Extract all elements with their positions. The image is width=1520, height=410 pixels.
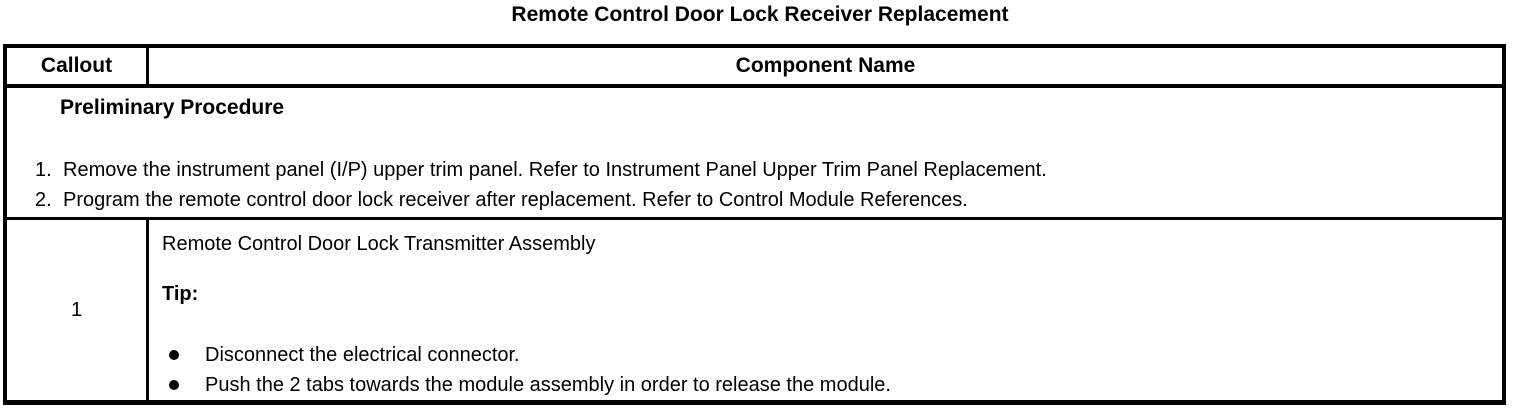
bullet-text: Disconnect the electrical connector.	[205, 344, 520, 366]
step-text: Program the remote control door lock rec…	[63, 189, 968, 211]
preliminary-procedure-row: Preliminary Procedure 1. Remove the inst…	[7, 88, 1502, 220]
table-row: 1 Remote Control Door Lock Transmitter A…	[7, 220, 1502, 400]
preliminary-procedure-heading: Preliminary Procedure	[60, 96, 285, 119]
list-item: Disconnect the electrical connector.	[162, 340, 1482, 370]
bullet-text: Push the 2 tabs towards the module assem…	[205, 374, 891, 396]
component-name: Remote Control Door Lock Transmitter Ass…	[162, 233, 596, 255]
page-title: Remote Control Door Lock Receiver Replac…	[511, 3, 1009, 26]
component-cell: Remote Control Door Lock Transmitter Ass…	[149, 220, 1502, 400]
list-item: Push the 2 tabs towards the module assem…	[162, 370, 1482, 400]
step-text: Remove the instrument panel (I/P) upper …	[63, 159, 1047, 181]
list-item: 2. Program the remote control door lock …	[7, 185, 1502, 215]
bullet-icon	[169, 350, 179, 360]
component-table: Callout Component Name Preliminary Proce…	[3, 44, 1506, 405]
table-header-row: Callout Component Name	[7, 48, 1502, 88]
header-callout: Callout	[7, 48, 149, 84]
bullet-icon	[169, 380, 179, 390]
preliminary-steps-list: 1. Remove the instrument panel (I/P) upp…	[7, 155, 1502, 215]
step-number: 1.	[35, 159, 52, 181]
step-number: 2.	[35, 189, 52, 211]
tip-bullet-list: Disconnect the electrical connector. Pus…	[162, 340, 1482, 400]
list-item: 1. Remove the instrument panel (I/P) upp…	[7, 155, 1502, 185]
callout-number: 1	[7, 220, 149, 400]
tip-label: Tip:	[162, 283, 199, 305]
header-component-name: Component Name	[735, 54, 916, 77]
